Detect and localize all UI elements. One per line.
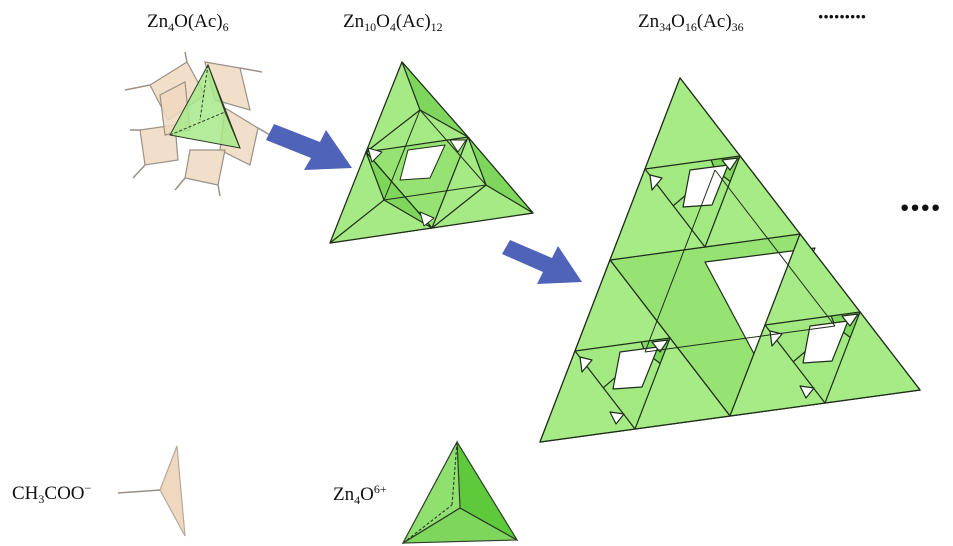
ellipsis-right: ···· [898,185,942,230]
formula-label-zn10o4-ac12: Zn10O4(Ac)12 [343,11,443,34]
zn34o16-ac36-cluster [539,77,921,443]
formula-label-zn34o16-ac36: Zn34O16(Ac)36 [638,11,744,34]
arrow-1 [266,124,352,170]
acetate-blades [139,61,259,186]
ellipsis-top: ········· [817,4,867,29]
zn10o4-ac12-cluster [329,61,534,244]
zn4o-ac6-cluster [124,51,271,197]
legend-zn4o-label: Zn4O6+ [333,482,387,507]
central-tetrahedron [169,63,241,149]
legend-acetate-label: CH3COO− [12,481,92,506]
formula-label-zn4o-ac6: Zn4O(Ac)6 [147,11,229,34]
arrow-2 [502,240,582,284]
legend-acetate-shape [117,445,186,537]
legend-zn4o-tetrahedron [401,439,519,545]
acetate-sticks [124,51,271,197]
